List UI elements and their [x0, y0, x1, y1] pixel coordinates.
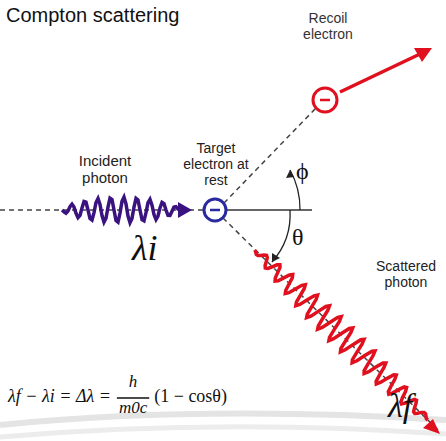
recoil-electron	[313, 88, 337, 112]
electron-charge	[210, 209, 220, 212]
target-label: Target electron at rest	[180, 140, 252, 188]
recoil-arrow	[340, 54, 420, 92]
target-electron	[204, 199, 226, 221]
formula-denominator: m0c	[119, 398, 147, 418]
scattered-label: Scattered photon	[370, 258, 442, 290]
lambda-final: λf	[388, 386, 412, 425]
electron-charge	[320, 99, 330, 102]
formula: λf − λi = Δλ =	[8, 386, 111, 407]
theta-arrowhead	[272, 253, 280, 262]
diagram-title: Compton scattering	[6, 4, 179, 27]
phi-arrowhead	[286, 170, 294, 178]
scattered-path	[223, 218, 440, 432]
incident-wave	[62, 197, 180, 223]
reference-line	[226, 209, 312, 211]
theta-arc	[272, 210, 290, 262]
recoil-label: Recoil electron	[296, 10, 360, 42]
lambda-incident: λi	[132, 228, 158, 269]
formula-numerator: h	[129, 372, 138, 392]
phi-symbol: ϕ	[296, 158, 309, 186]
formula-factor: (1 − cosθ)	[154, 386, 227, 407]
recoil-path	[224, 108, 316, 203]
incident-label: Incident photon	[70, 152, 140, 187]
incident-arrowhead	[178, 202, 192, 218]
watermark-stripes	[0, 414, 446, 437]
scattered-arrowhead	[423, 419, 440, 434]
recoil-arrowhead	[414, 48, 432, 62]
theta-symbol: θ	[292, 224, 304, 252]
